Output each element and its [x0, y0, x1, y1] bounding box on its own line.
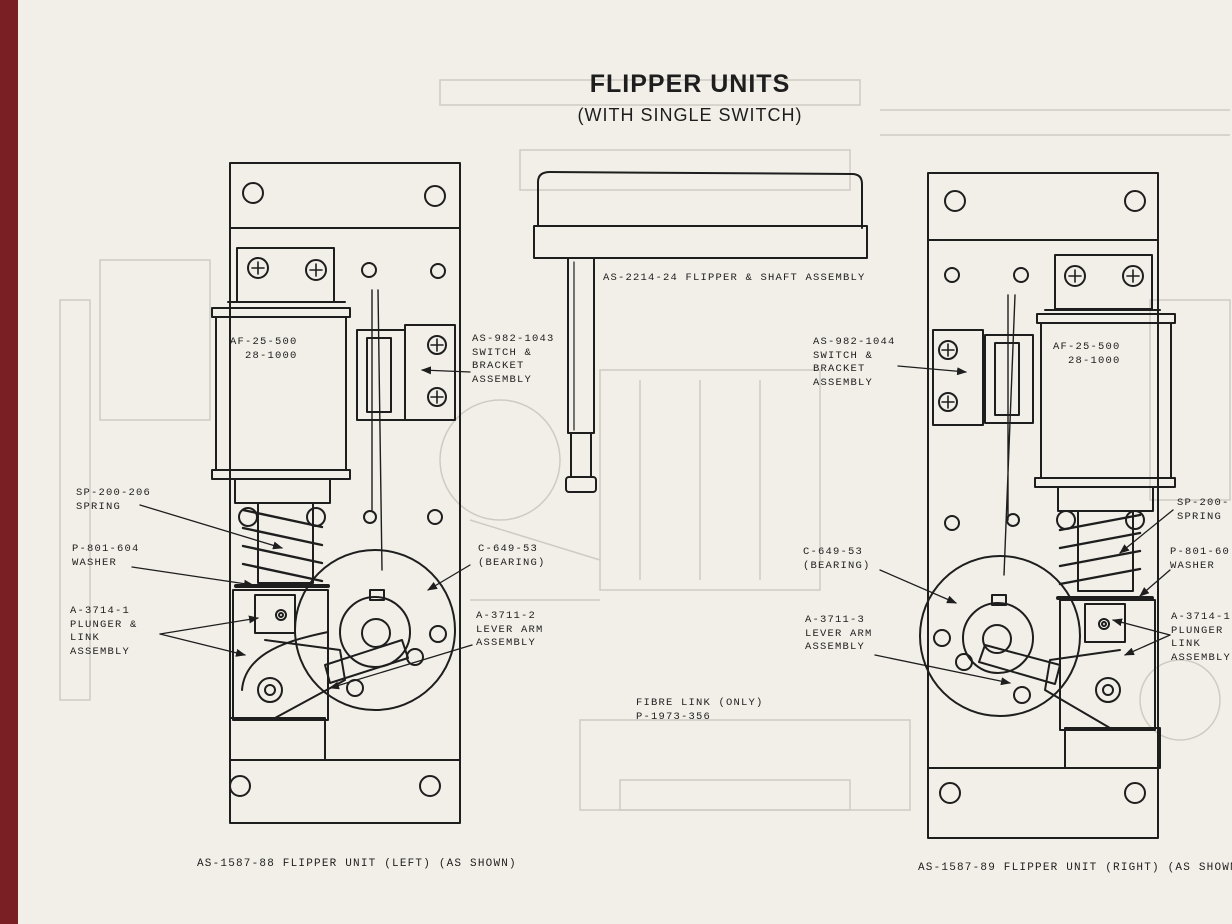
- fibre-link-label: FIBRE LINK (ONLY) P-1973-356: [636, 697, 764, 723]
- right-washer-label: P-801-60 WASHER: [1170, 546, 1231, 572]
- right-coil-label: AF-25-500 28-1000: [1053, 341, 1121, 367]
- left-spring-coils: [241, 508, 324, 583]
- flipper-bat: [537, 171, 863, 229]
- page-subtitle: (WITH SINGLE SWITCH): [577, 105, 803, 125]
- shaft-assembly-label: AS-2214-24 FLIPPER & SHAFT ASSEMBLY: [603, 272, 866, 284]
- left-switch-blade: [371, 289, 383, 571]
- right-unit-caption: AS-1587-89 FLIPPER UNIT (RIGHT) (AS SHOW…: [918, 862, 1232, 874]
- left-spring-label: SP-200-206 SPRING: [76, 487, 152, 513]
- left-switch-body: [356, 329, 406, 421]
- right-frame: [927, 172, 1159, 839]
- left-switch-bracket: [404, 324, 456, 421]
- left-bearing-disk: [294, 549, 456, 711]
- left-coil-top-flange: [211, 307, 351, 318]
- flipper-shaft-assembly: [533, 171, 868, 493]
- left-unit-caption: AS-1587-88 FLIPPER UNIT (LEFT) (AS SHOWN…: [197, 858, 517, 870]
- left-lever-label: A-3711-2 LEVER ARM ASSEMBLY: [476, 610, 544, 649]
- left-frame: [229, 162, 461, 824]
- leader-lines: [131, 365, 1174, 690]
- left-bearing-label: C-649-53 (BEARING): [478, 543, 546, 569]
- right-lever-label: A-3711-3 LEVER ARM ASSEMBLY: [805, 614, 873, 653]
- flipper-shaft: [567, 257, 595, 434]
- left-plunger-block: [232, 589, 329, 721]
- page-title: FLIPPER UNITS: [589, 70, 791, 98]
- right-spring-label: SP-200- SPRING: [1177, 497, 1230, 523]
- manual-page: [18, 0, 1232, 924]
- right-flipper-unit: [919, 172, 1176, 839]
- right-plunger-label: A-3714-1 PLUNGER LINK ASSEMBLY: [1171, 611, 1232, 664]
- left-switch-label: AS-982-1043 SWITCH & BRACKET ASSEMBLY: [472, 333, 555, 386]
- left-coil-label: AF-25-500 28-1000: [230, 336, 298, 362]
- right-switch-label: AS-982-1044 SWITCH & BRACKET ASSEMBLY: [813, 336, 896, 389]
- left-flipper-unit: [211, 162, 461, 824]
- left-coil-bottom-flange: [211, 469, 351, 480]
- left-washer-label: P-801-604 WASHER: [72, 543, 140, 569]
- right-bearing-label: C-649-53 (BEARING): [803, 546, 871, 572]
- left-plunger-label: A-3714-1 PLUNGER & LINK ASSEMBLY: [70, 605, 138, 658]
